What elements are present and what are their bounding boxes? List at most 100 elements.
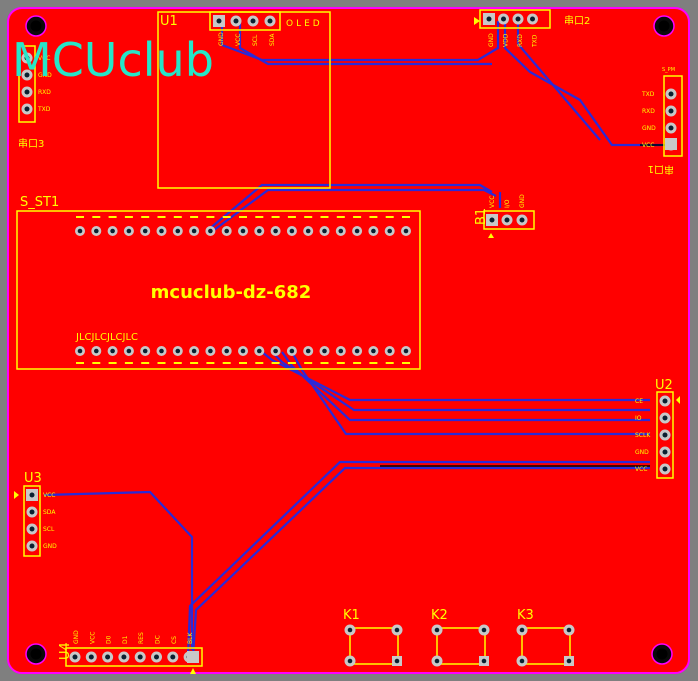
serial2-pin-label: RXD <box>517 34 524 47</box>
key-pad-hole <box>566 658 572 664</box>
mcu-pin-mark <box>141 216 150 218</box>
mcu-pin-hole <box>257 348 262 354</box>
mcu-pin-mark <box>173 362 182 364</box>
pad-hole <box>29 509 35 515</box>
mcu-pin-mark <box>108 362 117 364</box>
mcu-pin-mark <box>92 362 101 364</box>
pad-hole <box>668 125 674 131</box>
serial3-pin-label: TXD <box>37 106 51 113</box>
mcu-pin-mark <box>304 362 313 364</box>
buzzer-pin-label: VCC <box>489 196 496 208</box>
pad-hole <box>662 398 668 404</box>
oled-ref: U1 <box>160 14 178 29</box>
mounting-hole-icon <box>25 643 47 665</box>
board-body <box>7 7 690 674</box>
pad-hole <box>24 106 30 112</box>
mcu-pin-mark <box>141 362 150 364</box>
key-switch-pads <box>344 624 575 667</box>
mcu-pin-hole <box>240 348 246 354</box>
mcu-pin-mark <box>206 362 215 364</box>
mcu-pin-mark <box>402 216 410 218</box>
serial1-top-label: S_PM <box>662 67 675 73</box>
key-pad-hole <box>434 658 440 664</box>
mcu-pin-mark <box>190 362 199 364</box>
serial3-pin-label: RXD <box>38 89 51 96</box>
pin1-marker-icon <box>14 17 680 674</box>
mounting-hole-icon <box>651 643 673 665</box>
mcu-pin-mark <box>304 216 313 218</box>
mcu-pin-mark <box>287 216 296 218</box>
mcu-pin-hole <box>273 348 278 354</box>
pad-hole <box>267 18 273 24</box>
mcu-pin-mark <box>108 216 117 218</box>
pad-hole <box>137 654 143 660</box>
pad-hole <box>489 217 495 223</box>
mcu-pin-hole <box>77 228 83 234</box>
mcu-pin-hole <box>322 228 327 234</box>
key-pad-hole <box>481 627 487 633</box>
pad-hole <box>486 16 492 22</box>
pad-hole <box>216 18 222 24</box>
mcu-pin-hole <box>94 228 99 234</box>
oled-pin-label: SDA <box>269 33 276 46</box>
mcu-pin-mark <box>271 362 280 364</box>
mcu-bottom-pin-row <box>75 346 411 356</box>
buzzer-pin-label: GND <box>519 194 526 208</box>
key1-ref: K1 <box>343 608 360 623</box>
pad-hole <box>668 108 674 114</box>
mcu-pin-hole <box>110 228 115 234</box>
mcu-top-pin-marks <box>76 216 410 218</box>
serial1-ref: 串口1 <box>648 163 674 175</box>
mcu-pin-mark <box>157 216 166 218</box>
pad-hole <box>501 16 506 22</box>
u2-ref: U2 <box>655 378 673 393</box>
mcu-pin-hole <box>240 228 246 234</box>
mcu-pin-hole <box>224 348 229 354</box>
mcu-pin-mark <box>336 216 345 218</box>
connector-pads <box>21 13 677 663</box>
mcu-pin-mark <box>92 216 101 218</box>
serial2-pin-label: GND <box>488 33 495 47</box>
pad-hole <box>250 18 256 24</box>
serial3-ref: 串口3 <box>18 138 44 150</box>
key-pad-hole <box>434 627 440 633</box>
mcu-pin-hole <box>110 348 115 354</box>
mcu-pin-mark <box>353 362 362 364</box>
u3-pin-label: SDA <box>43 509 56 516</box>
mcu-pin-hole <box>257 228 262 234</box>
key3-ref: K3 <box>517 608 534 623</box>
buzzer-ref: B1 <box>474 208 489 225</box>
pad-hole <box>504 217 510 223</box>
pad-hole <box>154 654 159 660</box>
mcu-pin-hole <box>126 228 132 234</box>
mcu-pin-mark <box>287 362 296 364</box>
pad-hole <box>72 654 78 660</box>
mcu-pin-hole <box>289 228 295 234</box>
serial2-pin-label: TXD <box>532 34 539 48</box>
mcu-pin-hole <box>142 228 148 234</box>
pad-hole <box>662 449 668 455</box>
mcu-pin-hole <box>387 228 393 234</box>
jlc-text: JLCJLCJLCJLC <box>75 332 138 343</box>
mcu-pin-hole <box>371 228 376 234</box>
mcu-pin-hole <box>77 348 83 354</box>
key-pad-hole <box>519 627 525 633</box>
pad-hole <box>121 654 127 660</box>
mcu-pin-mark <box>385 216 394 218</box>
mcu-pin-mark <box>76 362 84 364</box>
pad-hole <box>530 16 535 22</box>
mcu-pin-mark <box>239 362 247 364</box>
mcu-pin-hole <box>338 228 344 234</box>
mcu-pin-hole <box>159 228 164 234</box>
mounting-hole-icon <box>653 15 675 37</box>
pad-hole <box>29 526 35 532</box>
key-pad-hole <box>481 658 487 664</box>
mcu-pin-mark <box>157 362 166 364</box>
u4-pin-label: RES <box>138 632 145 644</box>
mcu-pin-mark <box>222 362 231 364</box>
pad-hole <box>24 72 30 78</box>
mcu-pin-hole <box>273 228 278 234</box>
pad-hole <box>519 217 525 223</box>
u4-pin-label: D1 <box>122 635 129 644</box>
